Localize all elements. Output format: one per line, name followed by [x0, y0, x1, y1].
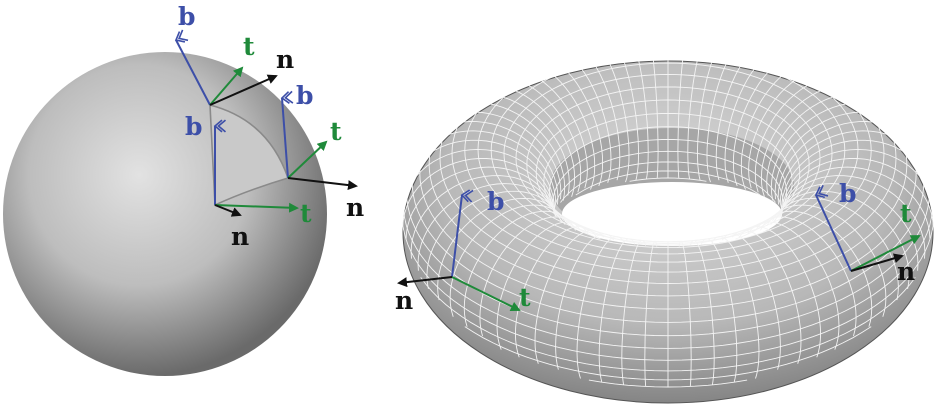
n-label: n	[395, 286, 413, 315]
sphere	[3, 52, 327, 376]
torus-frame-1: b t n	[395, 187, 531, 315]
b-label: b	[487, 187, 504, 216]
b-label: b	[296, 81, 313, 110]
mesh-line	[515, 74, 821, 243]
sphere-frame-1: b t n	[185, 112, 312, 251]
mesh-line	[439, 60, 897, 284]
sphere-frame-3: b t n	[280, 81, 364, 222]
mesh-line	[629, 177, 707, 182]
mesh-line	[575, 170, 761, 196]
t-vector	[209, 66, 244, 106]
sphere-surface	[3, 52, 327, 376]
mesh-line	[503, 62, 833, 244]
mesh-line	[623, 60, 649, 180]
sphere-frame-2: b t n	[174, 2, 294, 106]
n-vector	[287, 177, 358, 191]
n-label: n	[346, 193, 364, 222]
mesh-line	[464, 60, 872, 263]
mesh-line	[526, 86, 810, 243]
t-label: t	[300, 199, 312, 228]
mesh-line	[778, 183, 919, 271]
t-label: t	[243, 32, 255, 61]
n-label: n	[276, 45, 294, 74]
mesh-line	[464, 326, 872, 381]
n-vector	[397, 276, 453, 288]
t-label: t	[330, 117, 342, 146]
t-vector	[850, 235, 921, 272]
t-vector	[214, 202, 299, 213]
t-label: t	[519, 283, 531, 312]
mesh-line	[477, 60, 859, 255]
mesh-line	[451, 60, 885, 273]
mesh-line	[402, 221, 934, 361]
mesh-line	[402, 158, 555, 227]
mesh-line	[552, 138, 784, 217]
b-vector	[280, 90, 294, 179]
n-label: n	[231, 222, 249, 251]
mesh-line	[732, 60, 816, 187]
mesh-line	[428, 60, 908, 297]
b-vector	[174, 29, 211, 106]
n-vector	[214, 204, 242, 217]
n-label: n	[897, 257, 915, 286]
t-vector	[287, 140, 328, 179]
b-vector	[814, 184, 852, 272]
mesh-line	[706, 60, 755, 183]
mesh-line	[755, 216, 857, 337]
torus-frame-2: b t n	[814, 179, 921, 286]
mesh-line	[553, 150, 783, 211]
torus-hole	[562, 182, 782, 246]
mesh-line	[677, 60, 691, 179]
n-vector	[850, 253, 904, 272]
b-label: b	[178, 2, 195, 31]
n-vector	[209, 74, 278, 106]
mesh-line	[535, 99, 801, 246]
mesh-line	[543, 112, 793, 240]
sphere-geodesic-triangle	[209, 103, 290, 207]
b-label: b	[839, 179, 856, 208]
mesh-line	[420, 277, 916, 372]
mesh-line	[602, 60, 639, 181]
mesh-line	[417, 183, 558, 271]
mesh-line	[588, 379, 748, 388]
mesh-line	[560, 161, 776, 203]
torus	[402, 60, 934, 404]
b-label: b	[185, 112, 202, 141]
mesh-line	[697, 60, 734, 181]
mesh-line	[687, 60, 713, 180]
t-label: t	[900, 199, 912, 228]
mesh-line	[520, 60, 604, 187]
mesh-line	[645, 60, 659, 179]
b-vector	[451, 189, 474, 278]
mesh-line	[581, 60, 630, 183]
mesh-line	[419, 60, 917, 310]
torus-mesh	[402, 60, 934, 388]
t-vector	[451, 276, 521, 311]
mesh-line	[781, 158, 934, 227]
